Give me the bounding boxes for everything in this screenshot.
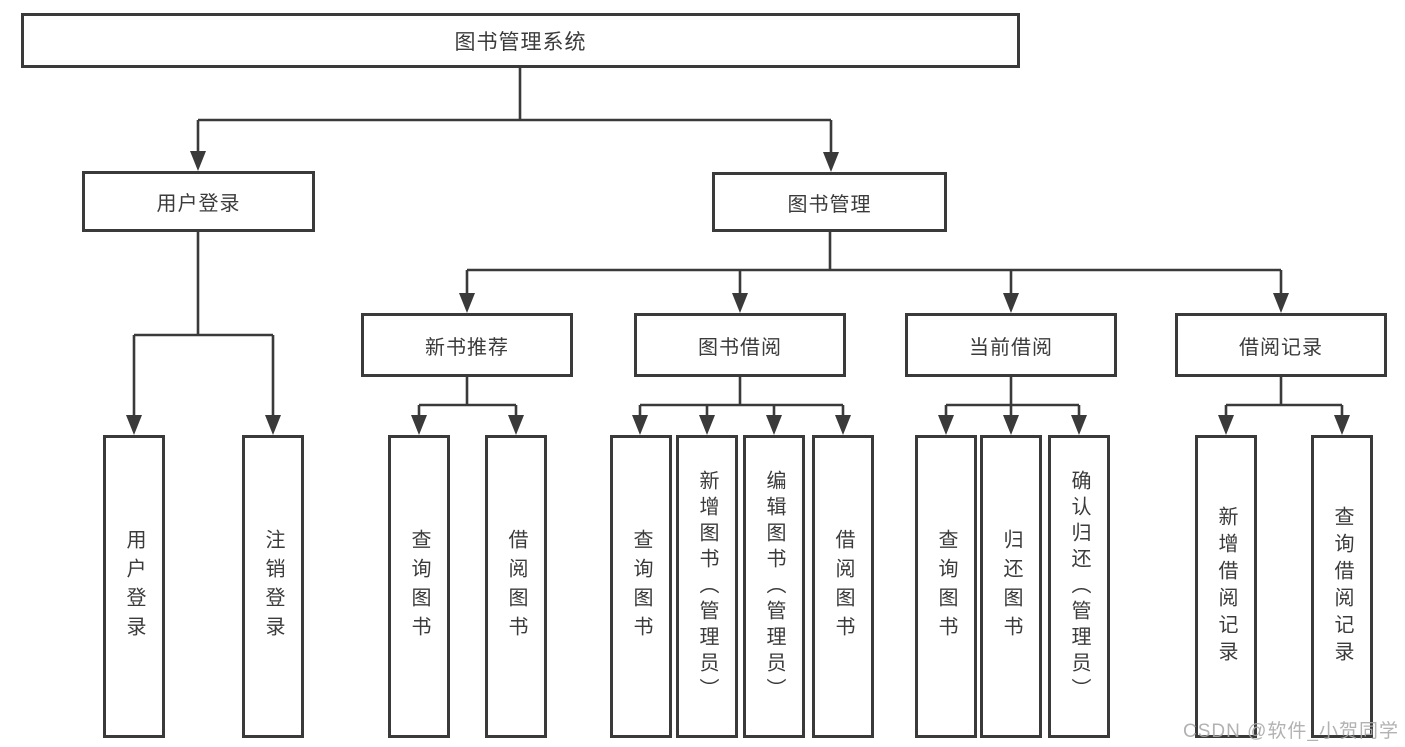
leaf-return-books-label: 归还图书 [1000, 528, 1022, 645]
node-book-management-label: 图书管理 [787, 193, 872, 216]
node-book-management: 图书管理 [712, 172, 947, 232]
leaf-query-books-2: 查询图书 [610, 435, 672, 738]
node-borrow-records: 借阅记录 [1175, 313, 1387, 377]
leaf-confirm-return-admin: 确认归还（管理员） [1048, 435, 1110, 738]
leaf-edit-books-admin: 编辑图书（管理员） [743, 435, 805, 738]
node-borrow-records-label: 借阅记录 [1239, 336, 1323, 359]
node-book-borrow: 图书借阅 [634, 313, 846, 377]
leaf-logout: 注销登录 [242, 435, 304, 738]
leaf-query-books-2-label: 查询图书 [630, 528, 652, 645]
leaf-query-books-1: 查询图书 [388, 435, 450, 738]
node-root-label: 图书管理系统 [454, 30, 587, 54]
node-user-login-label: 用户登录 [156, 193, 241, 215]
leaf-add-books-admin-label: 新增图书（管理员） [696, 469, 718, 704]
leaf-add-borrow-record-label: 新增借阅记录 [1215, 505, 1237, 668]
leaf-return-books: 归还图书 [980, 435, 1042, 738]
leaf-borrow-books-2-label: 借阅图书 [832, 528, 854, 645]
arrowheads [126, 151, 1350, 435]
leaf-borrow-books-1-label: 借阅图书 [505, 528, 527, 645]
leaf-query-borrow-record: 查询借阅记录 [1311, 435, 1373, 738]
node-new-book-recommend: 新书推荐 [361, 313, 573, 377]
leaf-confirm-return-admin-label: 确认归还（管理员） [1068, 469, 1090, 704]
leaf-add-books-admin: 新增图书（管理员） [676, 435, 738, 738]
node-book-borrow-label: 图书借阅 [698, 336, 782, 359]
leaf-query-books-1-label: 查询图书 [408, 528, 430, 645]
leaf-user-login-label: 用户登录 [123, 528, 145, 645]
leaf-query-books-3-label: 查询图书 [935, 528, 957, 645]
leaf-add-borrow-record: 新增借阅记录 [1195, 435, 1257, 738]
leaf-borrow-books-2: 借阅图书 [812, 435, 874, 738]
node-current-borrow: 当前借阅 [905, 313, 1117, 377]
leaf-edit-books-admin-label: 编辑图书（管理员） [763, 469, 785, 704]
node-root-system: 图书管理系统 [21, 13, 1020, 68]
leaf-user-login: 用户登录 [103, 435, 165, 738]
leaf-query-borrow-record-label: 查询借阅记录 [1331, 505, 1353, 668]
node-current-borrow-label: 当前借阅 [969, 336, 1053, 359]
leaf-logout-label: 注销登录 [262, 528, 284, 645]
node-user-login: 用户登录 [82, 171, 315, 232]
csdn-watermark: CSDN @软件_小贺同学 [1183, 721, 1399, 742]
leaf-query-books-3: 查询图书 [915, 435, 977, 738]
leaf-borrow-books-1: 借阅图书 [485, 435, 547, 738]
node-new-book-recommend-label: 新书推荐 [425, 336, 509, 359]
